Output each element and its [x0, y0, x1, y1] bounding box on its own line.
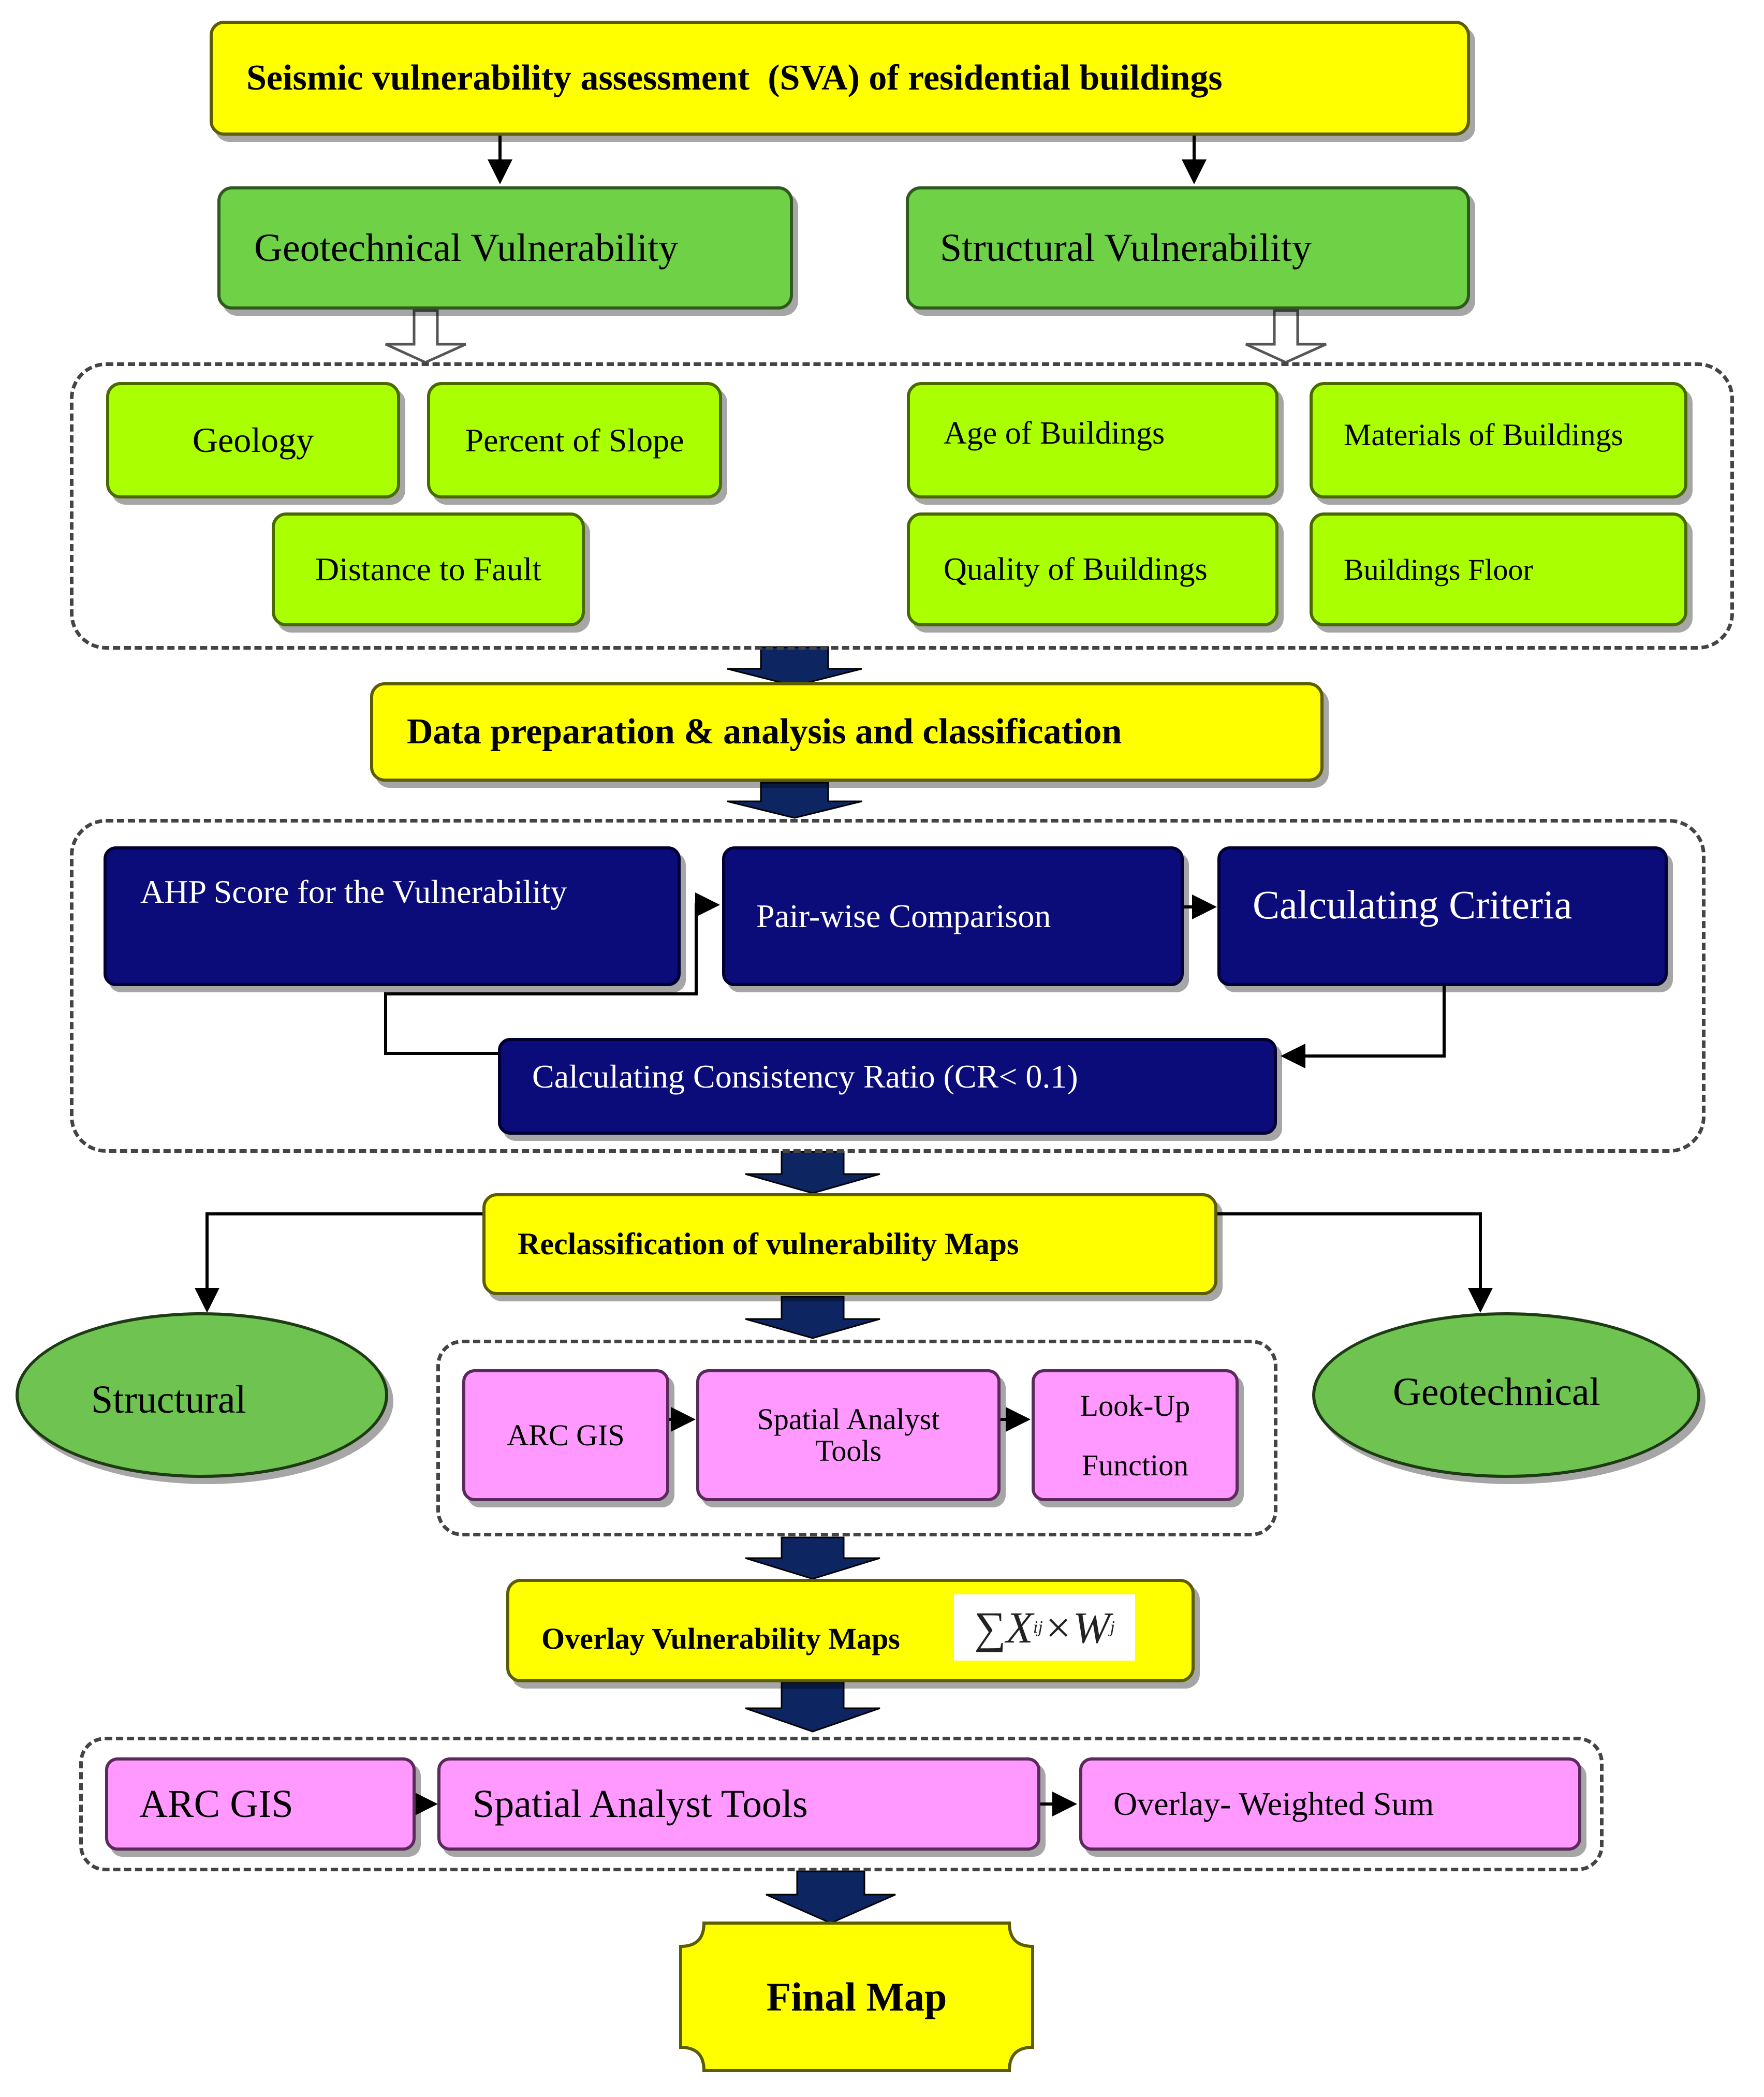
arrow-criteria-to-consistency [1281, 984, 1446, 1068]
structural-vulnerability-label: Structural Vulnerability [940, 226, 1312, 270]
arrow-reclass-to-structural [195, 1212, 484, 1313]
overlay-formula-sub-j: j [1110, 1618, 1115, 1637]
overlay-formula-sub-ij: ij [1033, 1618, 1043, 1637]
reclass-spatial-label: Spatial Analyst Tools [757, 1402, 940, 1468]
overlay-label: Overlay Vulnerability Maps [541, 1621, 900, 1655]
criterion-buildings-floor-label: Buildings Floor [1344, 552, 1533, 586]
calculating-criteria-box: Calculating Criteria [1217, 846, 1668, 986]
overlay-formula-weight: ×W [1042, 1603, 1110, 1652]
consistency-ratio-label: Calculating Consistency Ratio (CR< 0.1) [532, 1058, 1078, 1095]
overlay-arcgis-box: ARC GIS [105, 1757, 416, 1851]
reclass-tools-group [436, 1340, 1277, 1536]
calculating-criteria-label: Calculating Criteria [1253, 882, 1572, 927]
consistency-ratio-box: Calculating Consistency Ratio (CR< 0.1) [498, 1038, 1277, 1135]
overlay-tools-group [79, 1737, 1604, 1871]
geotechnical-ellipse: Geotechnical [1312, 1312, 1700, 1478]
structural-vulnerability-box: Structural Vulnerability [906, 186, 1470, 310]
block-arrow-2 [727, 782, 862, 819]
criterion-quality-of-buildings: Quality of Buildings [907, 512, 1278, 626]
block-arrow-3 [745, 1151, 880, 1194]
hollow-arrow-structural [1245, 309, 1327, 364]
ahp-group [70, 819, 1706, 1153]
criterion-distance-to-fault: Distance to Fault [272, 512, 585, 626]
criteria-group [70, 362, 1734, 650]
criterion-materials-of-buildings-label: Materials of Buildings [1344, 418, 1623, 452]
block-arrow-1 [727, 646, 862, 687]
final-map-box: Final Map [681, 1923, 1033, 2071]
overlay-arcgis-label: ARC GIS [139, 1782, 293, 1826]
pairwise-comparison-box: Pair-wise Comparison [722, 846, 1184, 986]
geotechnical-vulnerability-label: Geotechnical Vulnerability [254, 226, 679, 270]
criterion-materials-of-buildings: Materials of Buildings [1310, 382, 1687, 498]
geotechnical-ellipse-label: Geotechnical [1393, 1370, 1600, 1414]
weighted-sum-label: Overlay- Weighted Sum [1113, 1785, 1434, 1822]
structural-ellipse: Structural [16, 1312, 388, 1478]
criterion-geology: Geology [106, 382, 400, 498]
criterion-geology-label: Geology [192, 420, 314, 460]
geotechnical-vulnerability-box: Geotechnical Vulnerability [217, 186, 793, 310]
lookup-function-label-line2: Function [1081, 1448, 1189, 1482]
block-arrow-6 [745, 1681, 880, 1733]
block-arrow-7 [766, 1870, 896, 1924]
criterion-buildings-floor: Buildings Floor [1310, 512, 1687, 626]
criterion-age-of-buildings: Age of Buildings [907, 382, 1278, 498]
arrow-reclass-to-geotechnical [1216, 1212, 1493, 1313]
criterion-distance-to-fault-label: Distance to Fault [315, 551, 542, 588]
reclass-spatial-box: Spatial Analyst Tools [696, 1369, 1001, 1501]
arrow-consistency-to-ahp-score [384, 892, 720, 1055]
overlay-spatial-box: Spatial Analyst Tools [437, 1757, 1040, 1851]
reclassification-label: Reclassification of vulnerability Maps [518, 1227, 1019, 1261]
data-preparation-box: Data preparation & analysis and classifi… [370, 682, 1324, 782]
structural-ellipse-label: Structural [91, 1378, 246, 1421]
reclass-arcgis-box: ARC GIS [462, 1369, 669, 1501]
reclassification-box: Reclassification of vulnerability Maps [482, 1193, 1217, 1295]
data-preparation-label: Data preparation & analysis and classifi… [407, 712, 1122, 752]
lookup-function-label-line1: Look-Up [1080, 1388, 1190, 1423]
weighted-sum-box: Overlay- Weighted Sum [1079, 1757, 1581, 1851]
criterion-age-of-buildings-label: Age of Buildings [944, 416, 1165, 451]
reclass-arcgis-label: ARC GIS [507, 1418, 625, 1452]
block-arrow-5 [745, 1536, 880, 1580]
title-box: Seismic vulnerability assessment (SVA) o… [210, 21, 1470, 136]
hollow-arrow-geotechnical [385, 309, 467, 364]
lookup-function-box: Look-Up Function [1032, 1369, 1239, 1501]
criterion-percent-of-slope-label: Percent of Slope [465, 421, 684, 459]
final-map-shape [679, 1922, 1034, 2072]
criterion-percent-of-slope: Percent of Slope [427, 382, 722, 498]
ahp-score-box: AHP Score for the Vulnerability [104, 846, 681, 986]
pairwise-comparison-label: Pair-wise Comparison [756, 898, 1051, 934]
overlay-spatial-label: Spatial Analyst Tools [473, 1782, 808, 1826]
overlay-formula-sum: ∑X [974, 1603, 1033, 1652]
criterion-quality-of-buildings-label: Quality of Buildings [944, 551, 1208, 587]
final-map-label: Final Map [766, 1974, 947, 2019]
block-arrow-4 [745, 1296, 880, 1339]
ahp-score-label: AHP Score for the Vulnerability [140, 873, 567, 910]
title-text: Seismic vulnerability assessment (SVA) o… [246, 58, 1223, 98]
